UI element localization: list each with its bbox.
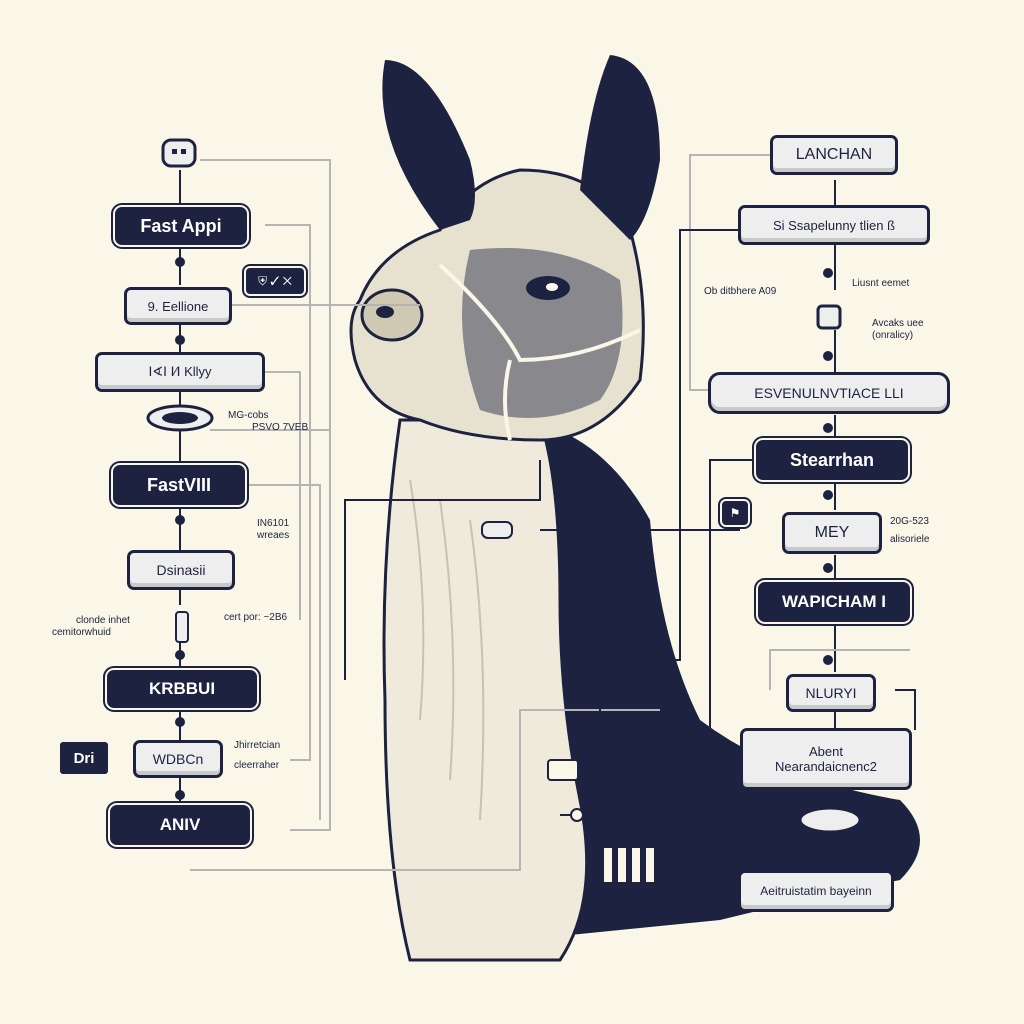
node-mey[interactable]: MEY xyxy=(782,512,882,554)
node-abent-line: Abent xyxy=(809,744,843,759)
flag-badge: ⚑ xyxy=(722,501,748,525)
node-wdbcn[interactable]: WDBCn xyxy=(133,740,223,778)
annotation-20g: 20G-523 alisoriele xyxy=(890,516,929,546)
battery-icon xyxy=(632,848,640,882)
annotation-in6101: IN6101 wreaes xyxy=(257,518,289,542)
connector-line xyxy=(265,224,311,761)
node-fastvii[interactable]: FastVIII xyxy=(113,465,245,505)
joint-dot xyxy=(823,563,833,573)
node-wapicham[interactable]: WAPICHAM I xyxy=(758,582,910,622)
node-aniv[interactable]: ANIV xyxy=(110,805,250,845)
left-top-connector xyxy=(161,138,197,168)
lens-icon-group xyxy=(146,404,214,432)
node-lanchan[interactable]: LANCHAN xyxy=(770,135,898,175)
annotation-avcaks: Avcaks uee (onralicy) xyxy=(872,318,924,342)
joint-dot xyxy=(823,351,833,361)
plug-icon xyxy=(161,138,197,168)
llama-neck-fur xyxy=(409,479,485,821)
annotation-line: PSVO 7VEB xyxy=(252,422,309,433)
shield-badge: ⛨ ✓ ✕ xyxy=(246,268,304,294)
joint-dot xyxy=(175,790,185,800)
annotation-line: MG-cobs xyxy=(228,410,269,421)
drop-icon xyxy=(822,848,838,871)
node-aeitruistatim[interactable]: Aeitruistatim bayeinn xyxy=(738,870,894,912)
annotation-line: wreaes xyxy=(257,530,290,541)
llama-halter xyxy=(438,263,641,441)
joint-dot xyxy=(823,490,833,500)
annotation-line: cleerraher xyxy=(234,760,280,771)
connector-line xyxy=(709,459,780,756)
joint-dot xyxy=(175,515,185,525)
dri-badge: Dri xyxy=(60,742,108,774)
annotation-line: Jhirretcian xyxy=(234,740,281,751)
joint-dot xyxy=(823,423,833,433)
connector-line xyxy=(344,460,541,680)
llama-eye-highlight xyxy=(546,283,558,291)
node-stearrhan[interactable]: Stearrhan xyxy=(756,440,908,480)
plug-icon xyxy=(816,304,842,330)
joint-dot xyxy=(570,808,584,822)
annotation-mgcobs: MG-cobs PSVO 7VEB xyxy=(228,410,308,434)
plug-icon-dot xyxy=(172,149,177,154)
switch-icon-group xyxy=(175,611,189,643)
mid-connector-group xyxy=(481,304,862,882)
node-esvenulnvtiace[interactable]: ESVENULNVTIACE LLI xyxy=(708,372,950,414)
joint-dot xyxy=(823,655,833,665)
node-abent-line: Nearandaicnenc2 xyxy=(775,759,877,774)
flag-icon: ⚑ xyxy=(729,506,741,520)
annotation-line: IN6101 xyxy=(257,518,290,529)
battery-icon xyxy=(604,848,612,882)
annotation-line: cemitorwhuid xyxy=(52,627,111,638)
annotation-clonde: clonde inhet cemitorwhuid xyxy=(52,615,130,639)
node-nluryi[interactable]: NLURYI xyxy=(786,674,876,712)
joint-dot xyxy=(175,717,185,727)
joint-dot xyxy=(175,257,185,267)
annotation-line: alisoriele xyxy=(890,534,930,545)
joint-dot xyxy=(175,650,185,660)
joint-dot xyxy=(823,795,833,805)
connector-line xyxy=(640,229,740,661)
llama-face-shade xyxy=(462,248,623,418)
shield-icon: ⛨ ✓ ✕ xyxy=(258,273,292,288)
battery-icon xyxy=(618,848,626,882)
annotation-line: 20G-523 xyxy=(890,516,929,527)
connector-line xyxy=(190,709,660,871)
node-kllyy[interactable]: Ⅰ∢Ⅰ Ⅰ∕Ⅰ Kllyy xyxy=(95,352,265,392)
connector-line xyxy=(265,371,301,620)
connector-line xyxy=(200,159,331,831)
annotation-liusnt: Liusnt eemet xyxy=(852,278,910,289)
node-fastapi[interactable]: Fast Appi xyxy=(115,207,247,245)
switch-icon xyxy=(175,611,189,643)
lens-icon-inner xyxy=(162,412,198,424)
connector-line xyxy=(599,660,740,761)
node-ssapelunny[interactable]: Si Ssapelunny tlien ß xyxy=(738,205,930,245)
llama-nostril xyxy=(376,306,394,318)
annotation-line: clonde inhet xyxy=(76,615,130,626)
node-eellione[interactable]: 9. Eellione xyxy=(124,287,232,325)
llama-neck xyxy=(382,418,589,962)
lens-icon xyxy=(798,806,862,834)
connector-line xyxy=(245,484,321,820)
node-kbbui[interactable]: KRBBUI xyxy=(107,670,257,708)
llama-right-ear xyxy=(580,55,660,240)
plug-icon xyxy=(481,521,513,539)
node-abent[interactable]: Abent Nearandaicnenc2 xyxy=(740,728,912,790)
connector-line xyxy=(689,154,770,391)
annotation-line: (onralicy) xyxy=(872,330,914,341)
annotation-jhirretcian: Jhirretcian cleerraher xyxy=(234,740,280,772)
chip-icon xyxy=(547,759,579,781)
annotation-obditbhere: Ob ditbhere A09 xyxy=(704,286,777,297)
joint-dot xyxy=(823,268,833,278)
joint-dot xyxy=(175,335,185,345)
connector-line xyxy=(895,689,916,730)
battery-icon xyxy=(646,848,654,882)
node-dsinasii[interactable]: Dsinasii xyxy=(127,550,235,590)
connector-line xyxy=(769,649,910,690)
annotation-line: Avcaks uee xyxy=(872,318,924,329)
llama-left-ear xyxy=(382,60,475,230)
plug-icon-dot xyxy=(181,149,186,154)
annotation-certpor: cert por: ~2B6 xyxy=(224,612,288,623)
